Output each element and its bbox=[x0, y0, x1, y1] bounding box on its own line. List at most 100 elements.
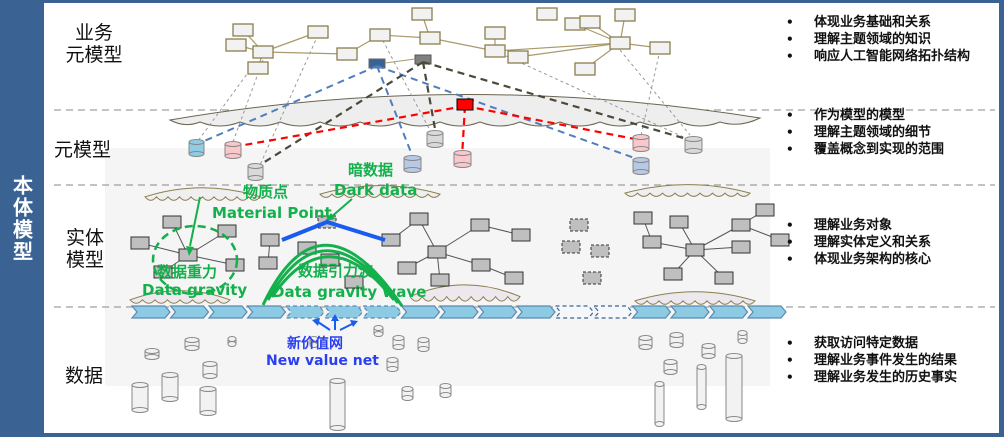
cylinder-top bbox=[737, 330, 748, 336]
layer-label-meta: 元模型 bbox=[54, 139, 112, 161]
cylinder-top bbox=[632, 134, 650, 140]
cylinder-top bbox=[439, 383, 452, 389]
meta-links bbox=[188, 60, 703, 181]
value-arrow bbox=[317, 321, 331, 331]
business-node bbox=[609, 36, 631, 50]
dashed-link bbox=[229, 59, 264, 151]
wave-arc bbox=[270, 255, 396, 301]
database-icon bbox=[426, 130, 444, 148]
cylinder-bottom bbox=[439, 392, 452, 398]
cylinder-top bbox=[725, 353, 743, 359]
business-node bbox=[579, 15, 601, 29]
database-icon bbox=[202, 361, 218, 379]
database-icon bbox=[654, 381, 665, 427]
dark-entity-node bbox=[582, 271, 602, 285]
cylinder-top bbox=[199, 386, 217, 392]
chevron-segment bbox=[323, 305, 364, 319]
business-link bbox=[262, 51, 348, 55]
database-icon bbox=[417, 337, 430, 352]
chevron-segment bbox=[246, 305, 287, 319]
entity-node bbox=[714, 271, 734, 285]
database-icon bbox=[199, 386, 217, 416]
business-node bbox=[574, 62, 596, 76]
chevron-segment bbox=[361, 305, 402, 319]
cylinder-bottom bbox=[663, 369, 678, 375]
bullet-item: 理解业务事件发生的结果 bbox=[786, 352, 957, 369]
dark-data-path bbox=[281, 219, 386, 242]
business-node bbox=[225, 38, 247, 52]
database-icon bbox=[401, 386, 414, 401]
cylinder-top bbox=[373, 325, 384, 331]
cylinder-top bbox=[426, 130, 444, 136]
cylinder-body bbox=[654, 383, 665, 425]
database-icon bbox=[663, 359, 678, 375]
cylinder-bottom bbox=[329, 425, 346, 431]
business-node bbox=[232, 23, 254, 37]
wave-arc bbox=[266, 249, 400, 304]
cylinder-top bbox=[638, 335, 653, 341]
business-link bbox=[429, 37, 496, 52]
cylinder-top bbox=[632, 157, 650, 163]
entity-node bbox=[470, 218, 490, 232]
entity-node bbox=[685, 243, 705, 257]
database-icon bbox=[737, 330, 748, 344]
cylinder-top bbox=[329, 378, 346, 384]
business-node bbox=[649, 41, 671, 55]
cylinder-bottom bbox=[202, 373, 218, 379]
cylinder-bottom bbox=[684, 148, 703, 154]
business-node bbox=[536, 7, 558, 21]
chevron-segment bbox=[592, 305, 633, 319]
layer-label-data: 数据 bbox=[65, 365, 104, 387]
business-node bbox=[252, 45, 274, 59]
gravity-arrow bbox=[189, 196, 201, 247]
cylinder-top bbox=[696, 364, 707, 370]
database-icon bbox=[224, 141, 242, 159]
cylinder-top bbox=[247, 163, 264, 169]
cylinder-top bbox=[227, 336, 237, 342]
bullet-item: 体现业务架构的核心 bbox=[786, 251, 931, 268]
business-node bbox=[614, 8, 636, 22]
entity-network bbox=[130, 203, 790, 289]
meta-link-red bbox=[460, 105, 467, 158]
cylinder-bottom bbox=[701, 353, 716, 359]
business-node bbox=[411, 7, 433, 21]
data-gravity-en: Data gravity bbox=[142, 281, 247, 299]
cylinder-bottom bbox=[188, 151, 205, 157]
chevron-segment bbox=[708, 305, 749, 319]
business-link bbox=[517, 42, 621, 58]
database-icon bbox=[684, 136, 703, 154]
cylinder-body bbox=[696, 366, 707, 408]
cylinder-top bbox=[453, 150, 472, 156]
bullet-item: 体现业务基础和关系 bbox=[786, 14, 970, 31]
cylinder-bottom bbox=[144, 354, 160, 360]
entity-node bbox=[397, 261, 417, 275]
bullets-entity: 理解业务对象 理解实体定义和关系 体现业务架构的核心 bbox=[786, 217, 931, 268]
cylinder-top bbox=[392, 335, 405, 341]
business-node bbox=[484, 44, 506, 58]
cylinder-top bbox=[161, 372, 179, 378]
data-cylinders bbox=[131, 325, 748, 431]
bullet-item: 理解主题领域的知识 bbox=[786, 31, 970, 48]
business-node bbox=[419, 31, 441, 45]
database-icon bbox=[131, 382, 149, 413]
chevron-segment bbox=[438, 305, 479, 319]
meta-link-dark bbox=[421, 61, 439, 141]
arrowhead-icon bbox=[312, 318, 320, 326]
cylinder-top bbox=[684, 136, 703, 142]
bullet-item: 理解业务发生的历史事实 bbox=[786, 369, 957, 386]
cylinder-bottom bbox=[632, 169, 650, 175]
cylinder-bottom bbox=[386, 366, 399, 372]
gravity-wave-cn: 数据引力波 bbox=[298, 262, 374, 280]
entity-node bbox=[217, 224, 237, 238]
cylinder-top bbox=[663, 359, 678, 365]
cylinder-bottom bbox=[247, 175, 264, 181]
entity-node bbox=[130, 236, 150, 250]
database-icon bbox=[247, 163, 264, 181]
database-icon bbox=[669, 332, 684, 348]
value-net-cn: 新价值网 bbox=[287, 335, 343, 352]
database-icon bbox=[632, 134, 650, 152]
chevron-segment bbox=[669, 305, 710, 319]
cylinder-bottom bbox=[654, 421, 665, 427]
database-icon bbox=[227, 336, 237, 347]
cylinder-body bbox=[329, 380, 346, 429]
